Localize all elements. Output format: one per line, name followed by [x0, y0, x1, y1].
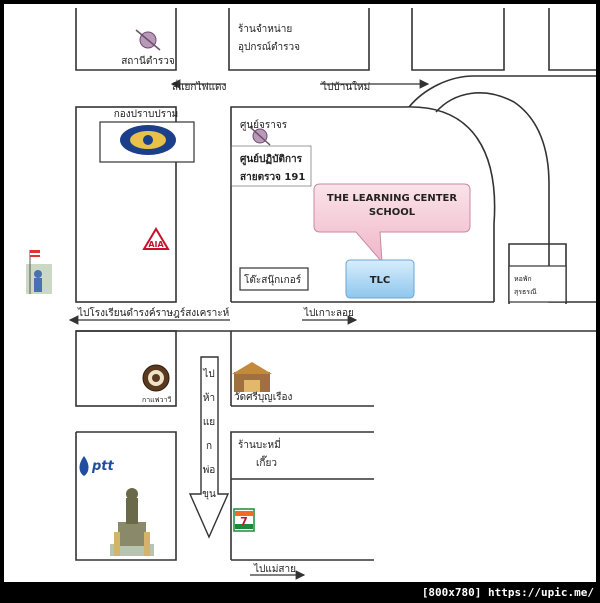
traffic-police-badge-icon — [249, 126, 271, 146]
police-badge-icon — [135, 29, 161, 51]
svg-text:ห้า: ห้า — [203, 392, 215, 404]
to-ban-mai-label: ไปบ้านใหม่ — [321, 81, 370, 93]
dorm-label-2: สุรธรณี — [514, 288, 537, 296]
suppression-label: กองปราบปราม — [114, 109, 179, 120]
svg-text:ก: ก — [206, 441, 212, 452]
noodle-label-2: เกี๊ยว — [256, 455, 277, 469]
to-pho-khun-arrow — [188, 356, 230, 539]
tlc-marker[interactable]: TLC — [345, 259, 415, 299]
snooker-box — [239, 267, 309, 291]
dorm-label-1: หอพัก — [514, 275, 532, 283]
coffee-label: กาแฟวาวี — [142, 396, 171, 404]
svg-text:ขุน: ขุน — [202, 489, 216, 500]
noodle-label-1: ร้านบะหมี่ — [238, 437, 281, 451]
ops-center-label-1: ศูนย์ปฏิบัติการ — [240, 153, 303, 166]
svg-text:TLC: TLC — [370, 275, 391, 286]
to-ko-loi-label: ไปเกาะลอย — [303, 307, 354, 319]
school-callout: THE LEARNING CENTER SCHOOL — [313, 183, 471, 264]
callout-line1: THE LEARNING CENTER — [327, 193, 457, 204]
callout-line2: SCHOOL — [369, 207, 416, 218]
dorm-box — [508, 265, 567, 303]
suppression-division-emblem — [99, 121, 195, 163]
temple-icon — [232, 362, 272, 392]
flag-statue-icon — [26, 250, 52, 294]
svg-text:AIA: AIA — [148, 240, 164, 249]
direction-arrows — [68, 79, 430, 580]
watermark-text: [800x780] https://upic.me/ — [421, 586, 594, 599]
to-mae-sai-label: ไปแม่สาย — [253, 563, 296, 575]
snooker-label: โต๊ะสนุ๊กเกอร์ — [244, 273, 302, 286]
route-map: AIA ptt 7 — [26, 8, 596, 580]
monument-icon — [110, 488, 154, 556]
svg-text:ptt: ptt — [91, 459, 115, 474]
ops-center-label-2: สายตรวจ 191 — [240, 172, 305, 183]
to-school-label: ไปโรงเรียนดำรงค์ราษฎร์สงเคราะห์ — [77, 306, 229, 319]
svg-text:แย: แย — [203, 417, 215, 428]
svg-text:พ่อ: พ่อ — [203, 465, 216, 476]
to-pho-khun-label: ไป ห้า แย ก พ่อ ขุน — [202, 368, 216, 500]
svg-text:ไป: ไป — [202, 368, 214, 380]
svg-text:7: 7 — [240, 515, 248, 528]
intersection-label: สี่แยกไฟแดง — [172, 79, 227, 93]
police-shop-label-2: อุปกรณ์ตำรวจ — [238, 41, 300, 53]
coffee-logo — [142, 364, 170, 392]
ptt-logo: ptt — [79, 456, 115, 476]
police-shop-label-1: ร้านจำหน่าย — [238, 23, 292, 35]
temple-label: วัดศรีบุญเรือง — [234, 391, 292, 403]
aia-logo: AIA — [142, 227, 170, 250]
map-frame: AIA ptt 7 — [4, 4, 596, 582]
ops-center-box — [230, 145, 312, 187]
traffic-center-label: ศูนย์จราจร — [240, 119, 288, 131]
seven-eleven-logo: 7 — [233, 508, 255, 532]
watermark-bar: [800x780] https://upic.me/ — [0, 584, 600, 603]
police-station-label: สถานีตำรวจ — [121, 55, 175, 67]
